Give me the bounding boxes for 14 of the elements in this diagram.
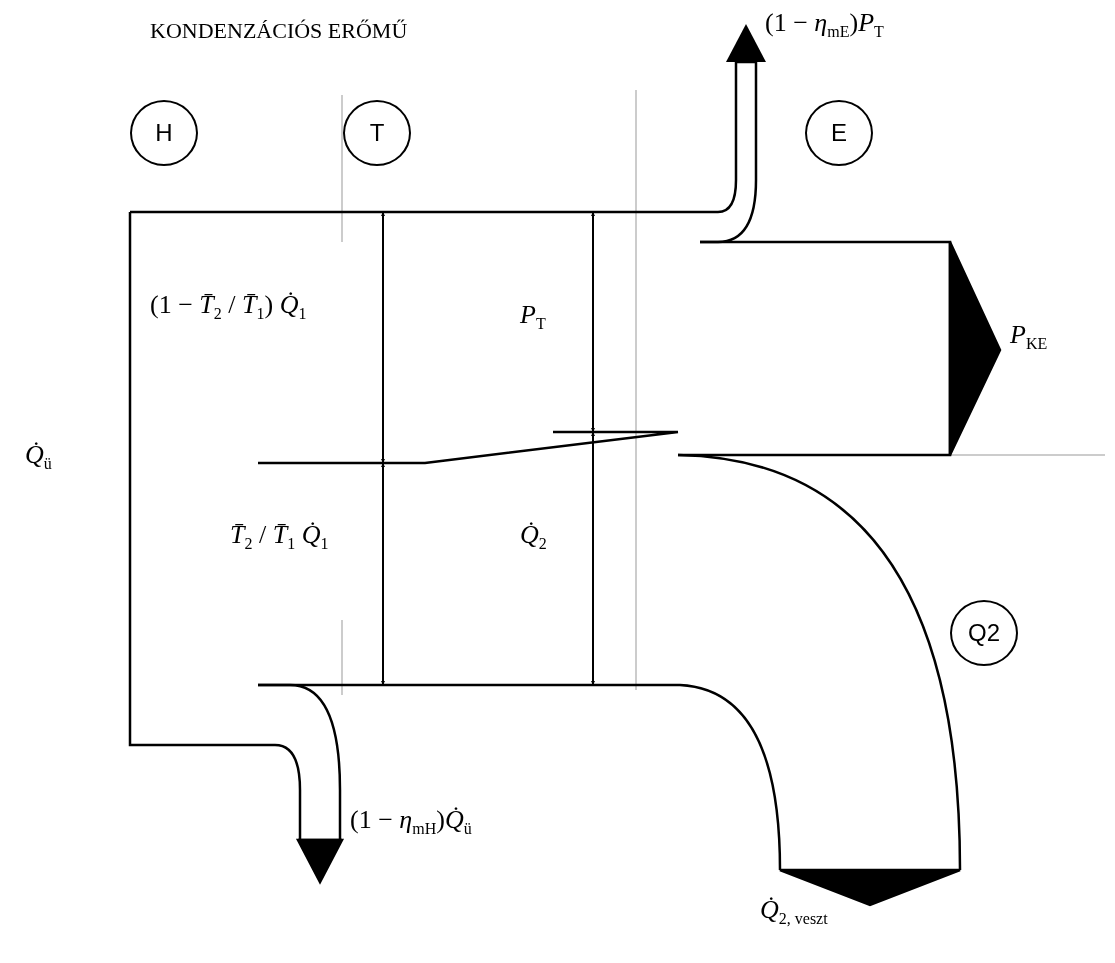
circle-label: Q2 bbox=[950, 600, 1018, 666]
formula-label: Q̇$_{2}$ bbox=[520, 520, 547, 554]
formula-label: (1 − η$_{mE}$)P$_{T}$ bbox=[765, 8, 884, 42]
circle-label: T bbox=[343, 100, 411, 166]
diagram-title: KONDENZÁCIÓS ERŐMŰ bbox=[150, 18, 408, 44]
formula-label: Q̇$_{ü}$ bbox=[25, 440, 52, 474]
formula-label: (1 − T̄$_{2}$ / T̄$_{1}$) Q̇$_{1}$ bbox=[150, 290, 307, 324]
formula-label: P$_{T}$ bbox=[520, 300, 546, 334]
circle-label: E bbox=[805, 100, 873, 166]
formula-label: (1 − η$_{mH}$)Q̇$_{ü}$ bbox=[350, 805, 472, 839]
formula-label: P$_{KE}$ bbox=[1010, 320, 1048, 354]
formula-label: Q̇$_{2, veszt}$ bbox=[760, 895, 828, 929]
formula-label: T̄$_{2}$ / T̄$_{1}$ Q̇$_{1}$ bbox=[230, 520, 329, 554]
circle-label: H bbox=[130, 100, 198, 166]
